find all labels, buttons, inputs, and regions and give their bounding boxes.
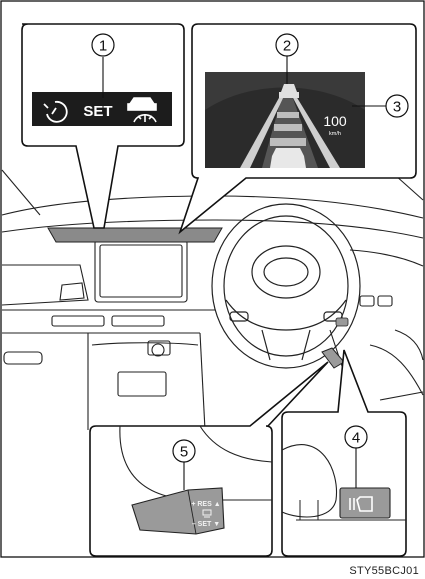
callout-distance-switch	[282, 350, 406, 556]
set-indicator-text: SET	[83, 103, 112, 120]
distance-switch-location	[336, 318, 348, 326]
figure-code: STY55BCJ01	[349, 565, 419, 577]
steering-wheel	[212, 204, 360, 368]
callout-head-up-display: 100 km/h	[180, 24, 416, 232]
lever-label-res: + RES ▲	[191, 501, 220, 508]
callout-5-number: 5	[180, 444, 188, 461]
lever-label-set: – SET ▼	[192, 521, 220, 528]
hud-speed-value: 100	[323, 113, 347, 129]
callout-3-number: 3	[393, 99, 401, 116]
own-vehicle-icon	[270, 148, 306, 168]
callout-4-number: 4	[352, 430, 360, 447]
hud-projector-area	[48, 228, 222, 242]
hud-speed-unit: km/h	[329, 131, 341, 137]
callout-2-number: 2	[283, 38, 291, 55]
callout-1-number: 1	[99, 38, 107, 55]
